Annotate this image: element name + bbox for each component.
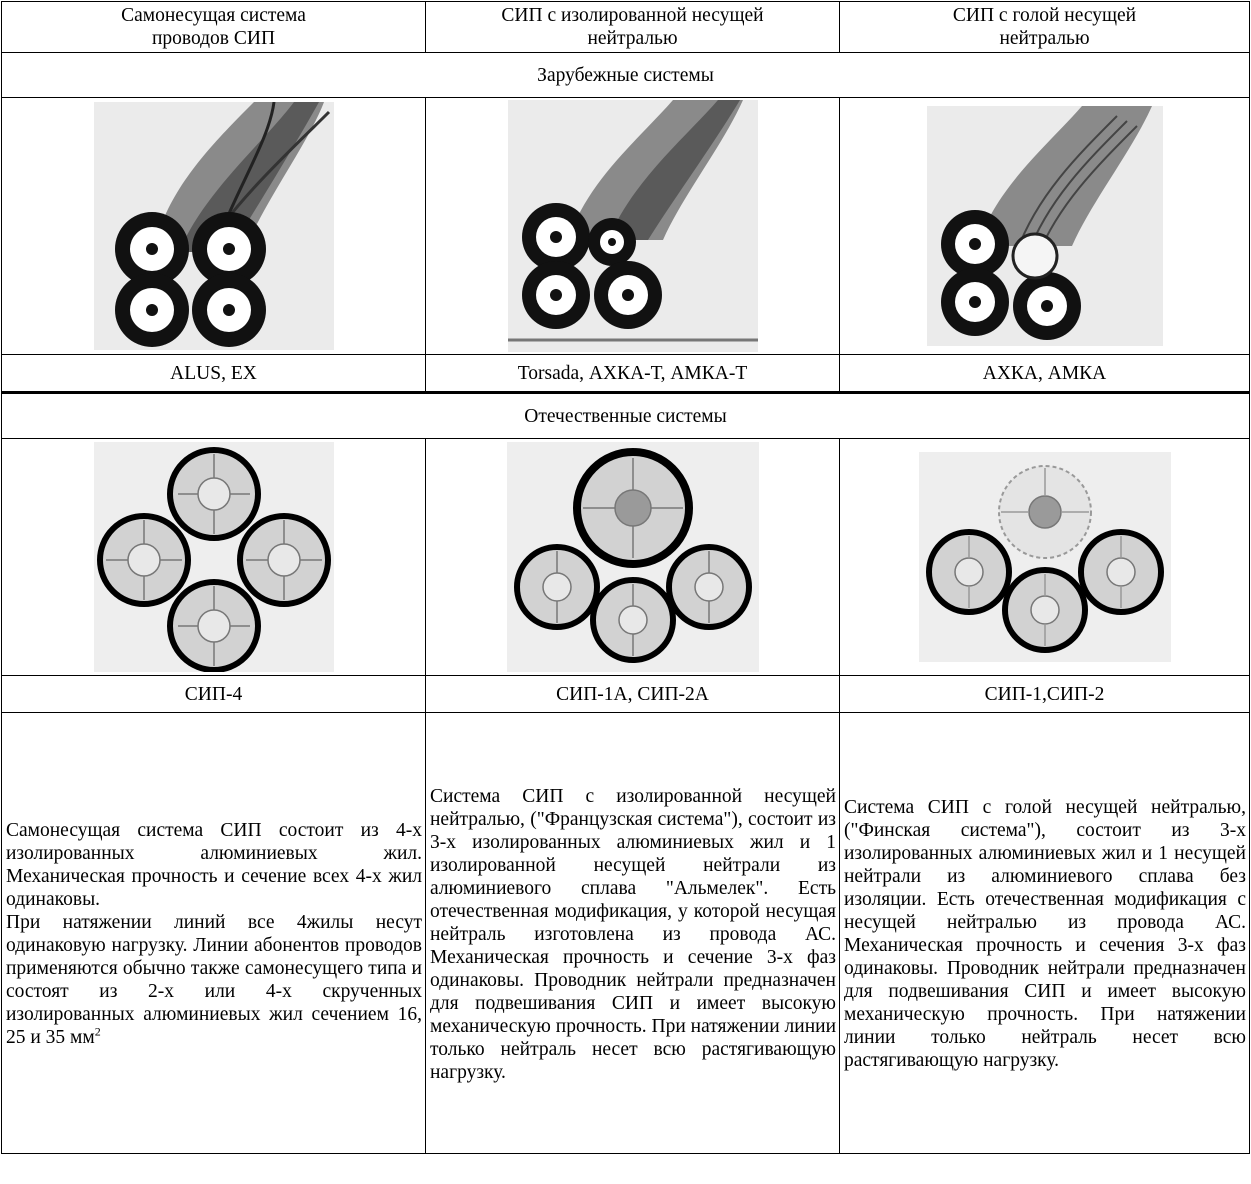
description-cell: Самонесущая система СИП состоит из 4-х и… [1, 712, 426, 1154]
section-title-foreign: Зарубежные системы [1, 52, 1250, 98]
domestic-image-cell [425, 438, 840, 676]
header-cell-insulated-neutral: СИП с изолированной несущей нейтралью [425, 1, 840, 53]
section-row-domestic: Отечественные системы [1, 391, 1250, 439]
domestic-labels-row: СИП-4 СИП-1А, СИП-2А СИП-1,СИП-2 [1, 675, 1250, 713]
sip-systems-table: Самонесущая система проводов СИП СИП с и… [1, 1, 1250, 1154]
domestic-label: СИП-1,СИП-2 [839, 675, 1250, 713]
domestic-images-row [1, 438, 1250, 676]
twisted-cable-bare-neutral-icon [926, 106, 1163, 346]
domestic-image-cell [839, 438, 1250, 676]
header-text: СИП с голой несущей нейтралью [952, 5, 1137, 49]
domestic-label: СИП-4 [1, 675, 426, 713]
description-text: Самонесущая система СИП состоит из 4-х и… [2, 817, 425, 1049]
header-cell-bare-neutral: СИП с голой несущей нейтралью [839, 1, 1250, 53]
description-text: Система СИП с голой несущей нейтралью, (… [844, 797, 1246, 1071]
twisted-4-core-cable-icon [93, 102, 334, 350]
foreign-image-cell [1, 97, 426, 355]
cross-section-bare-neutral-icon [918, 452, 1171, 662]
description-text: Система СИП с изолированной несущей нейт… [430, 785, 836, 1083]
domestic-image-cell [1, 438, 426, 676]
section-title-domestic: Отечественные системы [1, 391, 1250, 439]
foreign-label: Torsada, АХКА-Т, АМКА-Т [425, 354, 840, 393]
foreign-label: ALUS, EX [1, 354, 426, 393]
foreign-images-row [1, 97, 1250, 355]
description-row: Самонесущая система СИП состоит из 4-х и… [1, 712, 1250, 1154]
header-row: Самонесущая система проводов СИП СИП с и… [1, 1, 1250, 53]
description-cell: Система СИП с голой несущей нейтралью, (… [839, 712, 1250, 1154]
foreign-image-cell [839, 97, 1250, 355]
foreign-label: АХКА, АМКА [839, 354, 1250, 393]
foreign-labels-row: ALUS, EX Torsada, АХКА-Т, АМКА-Т АХКА, А… [1, 354, 1250, 393]
domestic-label: СИП-1А, СИП-2А [425, 675, 840, 713]
header-text: СИП с изолированной несущей нейтралью [501, 5, 764, 49]
header-cell-self-supporting: Самонесущая система проводов СИП [1, 1, 426, 53]
cross-section-insulated-neutral-icon [506, 442, 759, 672]
foreign-image-cell [425, 97, 840, 355]
header-text: Самонесущая система проводов СИП [121, 5, 306, 49]
cross-section-4-core-icon [93, 442, 334, 672]
section-row-foreign: Зарубежные системы [1, 52, 1250, 98]
twisted-cable-insulated-neutral-icon [507, 100, 758, 352]
superscript-exponent: 2 [94, 1024, 101, 1039]
description-cell: Система СИП с изолированной несущей нейт… [425, 712, 840, 1154]
description-body: Самонесущая система СИП состоит из 4-х и… [6, 820, 422, 1048]
